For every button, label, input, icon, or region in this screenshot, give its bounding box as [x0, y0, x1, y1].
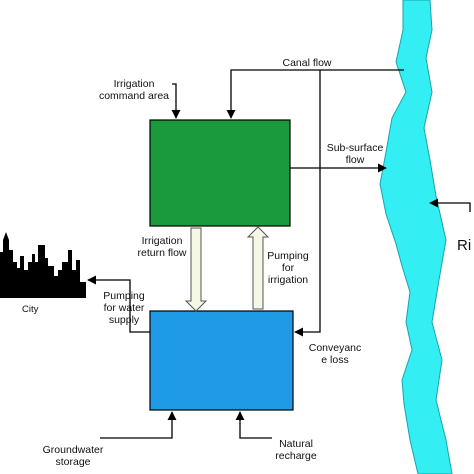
city-label: City [22, 304, 39, 315]
irrigation-command-area-label: Irrigation command area [98, 78, 170, 102]
river-label: Ri [457, 237, 472, 254]
natural-recharge-pointer [235, 411, 272, 439]
groundwater-storage-box [149, 310, 294, 411]
canal-flow-label: Canal flow [282, 57, 332, 69]
pumping-for-irrigation-label: Pumping for irrigation [267, 250, 309, 286]
conveyance-loss-arrow [294, 70, 321, 337]
pumping-for-water-supply-label: Pumping for water supply [103, 290, 145, 326]
irrigation-return-flow-label: Irrigation return flow [137, 235, 187, 259]
groundwater-storage-pointer [100, 411, 177, 439]
irrigation-command-area-pointer [171, 83, 181, 119]
pumping-for-water-supply-arrow [87, 275, 150, 333]
irrigation-return-flow-arrow [184, 227, 208, 312]
city-skyline-icon [0, 232, 86, 298]
natural-recharge-label: Natural recharge [275, 438, 317, 462]
river-pointer-arrow [429, 198, 471, 212]
irrigation-command-area-box [149, 119, 291, 227]
sub-surface-flow-label: Sub-surface flow [326, 142, 384, 166]
groundwater-storage-label: Groundwater storage [42, 444, 104, 468]
river-channel [379, 0, 453, 474]
canal-flow-arrow [226, 69, 404, 119]
pumping-for-irrigation-arrow [246, 226, 270, 310]
conveyance-loss-label: Conveyanc e loss [308, 342, 362, 366]
